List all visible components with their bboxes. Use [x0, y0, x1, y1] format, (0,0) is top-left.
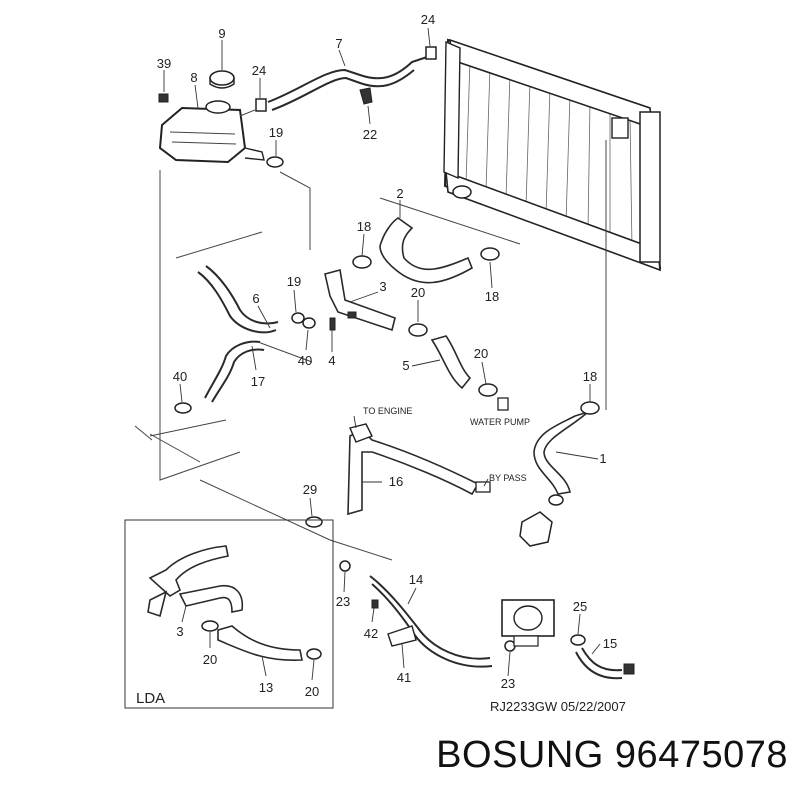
callout-42: 42	[364, 626, 378, 641]
brand-part-number: BOSUNG 96475078	[436, 734, 788, 776]
bracket-22	[359, 87, 373, 105]
callout-40: 40	[173, 369, 187, 384]
engine-fitting	[349, 423, 373, 443]
callout-4: 4	[328, 353, 335, 368]
callout-6: 6	[252, 291, 259, 306]
callout-41: 41	[397, 670, 411, 685]
clamp-40a	[302, 317, 316, 329]
callout-3: 3	[176, 624, 183, 639]
radiator	[443, 38, 662, 272]
callout-24: 24	[421, 12, 435, 27]
callout-40: 40	[298, 353, 312, 368]
callout-20: 20	[305, 684, 319, 699]
callout-18: 18	[357, 219, 371, 234]
callout-23: 23	[336, 594, 350, 609]
pipe-3	[324, 269, 396, 332]
clamp-19b	[291, 312, 305, 324]
hose-5	[430, 335, 472, 390]
callout-24: 24	[252, 63, 266, 78]
clamp-20b	[478, 383, 498, 397]
clamp-18a	[352, 255, 372, 269]
clamp-18b	[480, 247, 500, 261]
callout-29: 29	[303, 482, 317, 497]
callout-7: 7	[335, 36, 342, 51]
lda-inset-frame	[124, 519, 334, 709]
callout-16: 16	[389, 474, 403, 489]
lda-parts	[147, 545, 322, 661]
filler-cap	[209, 70, 235, 86]
drawing-reference: RJ2233GW 05/22/2007	[490, 699, 626, 714]
bypass-fitting	[475, 481, 491, 493]
bolt-42	[371, 599, 379, 609]
clamp-18c	[580, 401, 600, 415]
hose-15	[581, 647, 623, 672]
clamp-23a	[339, 560, 351, 572]
bracket-41	[387, 625, 417, 647]
hose-17	[204, 340, 261, 399]
callout-19: 19	[287, 274, 301, 289]
callout-9: 9	[218, 26, 225, 41]
fitting-15	[623, 663, 635, 675]
callout-39: 39	[157, 56, 171, 71]
callout-3: 3	[379, 279, 386, 294]
expansion-tank	[158, 100, 265, 164]
clamp-19a	[266, 156, 284, 168]
hose-7	[267, 55, 431, 103]
callout-19: 19	[269, 125, 283, 140]
callout-22: 22	[363, 127, 377, 142]
note-to-engine: TO ENGINE	[363, 406, 412, 416]
water-pump-stub	[497, 397, 509, 411]
note-water-pump: WATER PUMP	[470, 417, 530, 427]
clamp-29	[305, 516, 323, 528]
hose-1	[533, 411, 589, 495]
hose-6	[197, 271, 277, 334]
callout-23: 23	[501, 676, 515, 691]
callout-18: 18	[485, 289, 499, 304]
hose-16	[347, 429, 480, 516]
callout-8: 8	[190, 70, 197, 85]
hose-14	[369, 575, 491, 660]
clamp-25	[570, 634, 586, 646]
inset-label: LDA	[136, 690, 165, 707]
clamp-1b	[548, 494, 564, 506]
callout-25: 25	[573, 599, 587, 614]
callout-14: 14	[409, 572, 423, 587]
clamp-40b	[174, 402, 192, 414]
callout-17: 17	[251, 374, 265, 389]
guide-lines	[134, 140, 607, 561]
lda-leader-lines	[181, 605, 315, 681]
hose-2	[379, 217, 474, 284]
callout-1: 1	[599, 451, 606, 466]
clamp-20a	[408, 323, 428, 337]
leader-lines	[163, 27, 601, 677]
callout-20: 20	[474, 346, 488, 361]
bolt-b	[347, 311, 357, 319]
clamp-24b	[255, 98, 267, 112]
callout-15: 15	[603, 636, 617, 651]
callout-13: 13	[259, 680, 273, 695]
throttle-body	[501, 599, 555, 647]
thermostat-housing	[519, 511, 553, 547]
bolt-39	[158, 93, 169, 103]
callout-20: 20	[411, 285, 425, 300]
callout-labels: 9 7 24 39 8 24 19 22 2 18 18 19 3 6 20 4…	[157, 12, 617, 699]
clamp-24a	[425, 46, 437, 60]
callout-2: 2	[396, 186, 403, 201]
note-by-pass: BY PASS	[489, 473, 527, 483]
bolt-4	[329, 317, 336, 331]
callout-18: 18	[583, 369, 597, 384]
callout-20: 20	[203, 652, 217, 667]
callout-5: 5	[402, 358, 409, 373]
